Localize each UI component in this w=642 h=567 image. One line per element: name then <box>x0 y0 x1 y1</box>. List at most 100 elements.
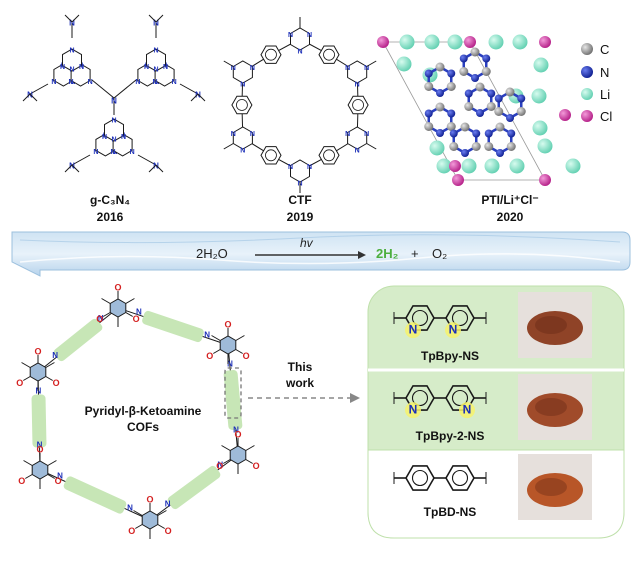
highlight-circle <box>459 402 475 419</box>
nitrogen-atom-label: N <box>70 79 75 86</box>
nitrogen-atom-label: N <box>345 65 350 72</box>
nitrogen-atom-label: N <box>98 314 104 323</box>
nitrogen-atom-label: N <box>144 64 149 71</box>
light-label: hv <box>300 236 313 250</box>
atom-legend <box>581 43 593 122</box>
c-atom <box>470 47 480 57</box>
n-atom <box>507 129 516 138</box>
nitrogen-atom-label: N <box>364 131 369 138</box>
n-atom <box>482 54 491 63</box>
c-atom <box>435 102 445 112</box>
legend-cl-ball <box>581 110 593 122</box>
highlight-dashed-box <box>224 367 242 419</box>
carbonyl-oxygen-label: O <box>36 445 43 455</box>
nitrogen-atom-label: N <box>364 65 369 72</box>
c-atom <box>484 142 494 151</box>
nitrogen-atom-label: N <box>52 351 58 360</box>
nitrogen-atom-label: N <box>51 79 56 86</box>
carbonyl-oxygen-label: O <box>114 283 121 293</box>
c-atom <box>459 67 469 76</box>
nitrogen-atom-label: N <box>69 162 75 171</box>
n-atom <box>472 129 481 138</box>
nitrogen-atom-label: N <box>172 79 177 86</box>
c-atom <box>446 122 456 131</box>
carbonyl-oxygen-label: O <box>53 378 60 388</box>
carbonyl-oxygen-label: O <box>55 476 62 486</box>
nitrogen-atom-label: N <box>111 149 116 156</box>
nitrogen-atom-label: N <box>36 386 42 395</box>
cof-label-line1: Pyridyl-β-Ketoamine <box>84 404 202 418</box>
n-atom <box>464 89 473 98</box>
carbonyl-oxygen-label: O <box>165 526 172 536</box>
li-atom <box>424 34 440 50</box>
nitrogen-atom-label: N <box>111 118 116 125</box>
n-atom <box>496 149 504 157</box>
li-atom <box>461 158 477 174</box>
n-atom <box>506 114 514 122</box>
li-atom <box>396 56 412 72</box>
nitrogen-atom-label: N <box>153 67 158 74</box>
nitrogen-atom-label: N <box>69 67 74 74</box>
li-atom <box>447 34 463 50</box>
cl-atom <box>452 174 464 186</box>
nitrogen-atom-label: N <box>93 149 98 156</box>
n-atom <box>449 129 458 138</box>
carbonyl-oxygen-label: O <box>206 351 213 361</box>
n-atom <box>436 89 444 97</box>
nitrogen-atom-label: N <box>307 32 312 39</box>
nitrogen-atom-label: N <box>345 131 350 138</box>
nitrogen-atom-label: N <box>153 19 159 28</box>
nitrogen-atom-label: N <box>111 137 116 144</box>
cof-label-line2: COFs <box>126 420 159 434</box>
n-atom <box>471 74 479 82</box>
nitrogen-atom-label: N <box>195 91 201 100</box>
nitrogen-atom-label: N <box>69 19 75 28</box>
carbonyl-oxygen-label: O <box>253 461 260 471</box>
cl-atom <box>464 36 476 48</box>
li-atom <box>509 158 525 174</box>
c-atom <box>460 122 470 132</box>
carbonyl-oxygen-label: O <box>96 314 103 324</box>
bipyridine-linker <box>53 318 103 362</box>
nitrogen-atom-label: N <box>463 403 472 417</box>
material-year-ctf: 2019 <box>286 210 314 224</box>
carbonyl-oxygen-label: O <box>34 347 41 357</box>
nitrogen-atom-label: N <box>57 472 63 481</box>
nitrogen-atom-label: N <box>112 149 117 156</box>
nitrogen-atom-label: N <box>121 134 126 141</box>
n-atom <box>476 109 484 117</box>
c-atom <box>505 87 515 97</box>
material-year-pti: 2020 <box>496 210 524 224</box>
c-atom <box>464 102 474 111</box>
this-work-line1: This <box>287 360 313 374</box>
nitrogen-atom-label: N <box>154 79 159 86</box>
n-atom <box>436 129 444 137</box>
n-atom <box>494 94 503 103</box>
c-atom <box>424 122 434 131</box>
nitrogen-atom-label: N <box>60 64 65 71</box>
reaction-arrowhead <box>358 251 366 259</box>
nitrogen-atom-label: N <box>307 164 312 171</box>
cl-atom <box>559 109 571 121</box>
li-atom <box>512 34 528 50</box>
nitrogen-atom-label: N <box>135 79 140 86</box>
c-atom <box>424 82 434 91</box>
nitrogen-atom-label: N <box>250 65 255 72</box>
legend-li-ball <box>581 88 593 100</box>
nitrogen-atom-label: N <box>111 97 117 106</box>
nitrogen-atom-label: N <box>233 426 239 435</box>
carbonyl-oxygen-label: O <box>216 461 223 471</box>
bipyridine-linker <box>31 394 47 448</box>
li-atom <box>484 158 500 174</box>
c-atom <box>446 82 456 91</box>
legend-label-c: C <box>600 42 610 57</box>
powder-sample <box>527 393 583 427</box>
cl-atom <box>377 36 389 48</box>
nitrogen-atom-label: N <box>165 499 171 508</box>
li-atom <box>531 88 547 104</box>
cl-atom <box>449 160 461 172</box>
n-atom <box>487 89 496 98</box>
c-atom <box>495 122 505 132</box>
